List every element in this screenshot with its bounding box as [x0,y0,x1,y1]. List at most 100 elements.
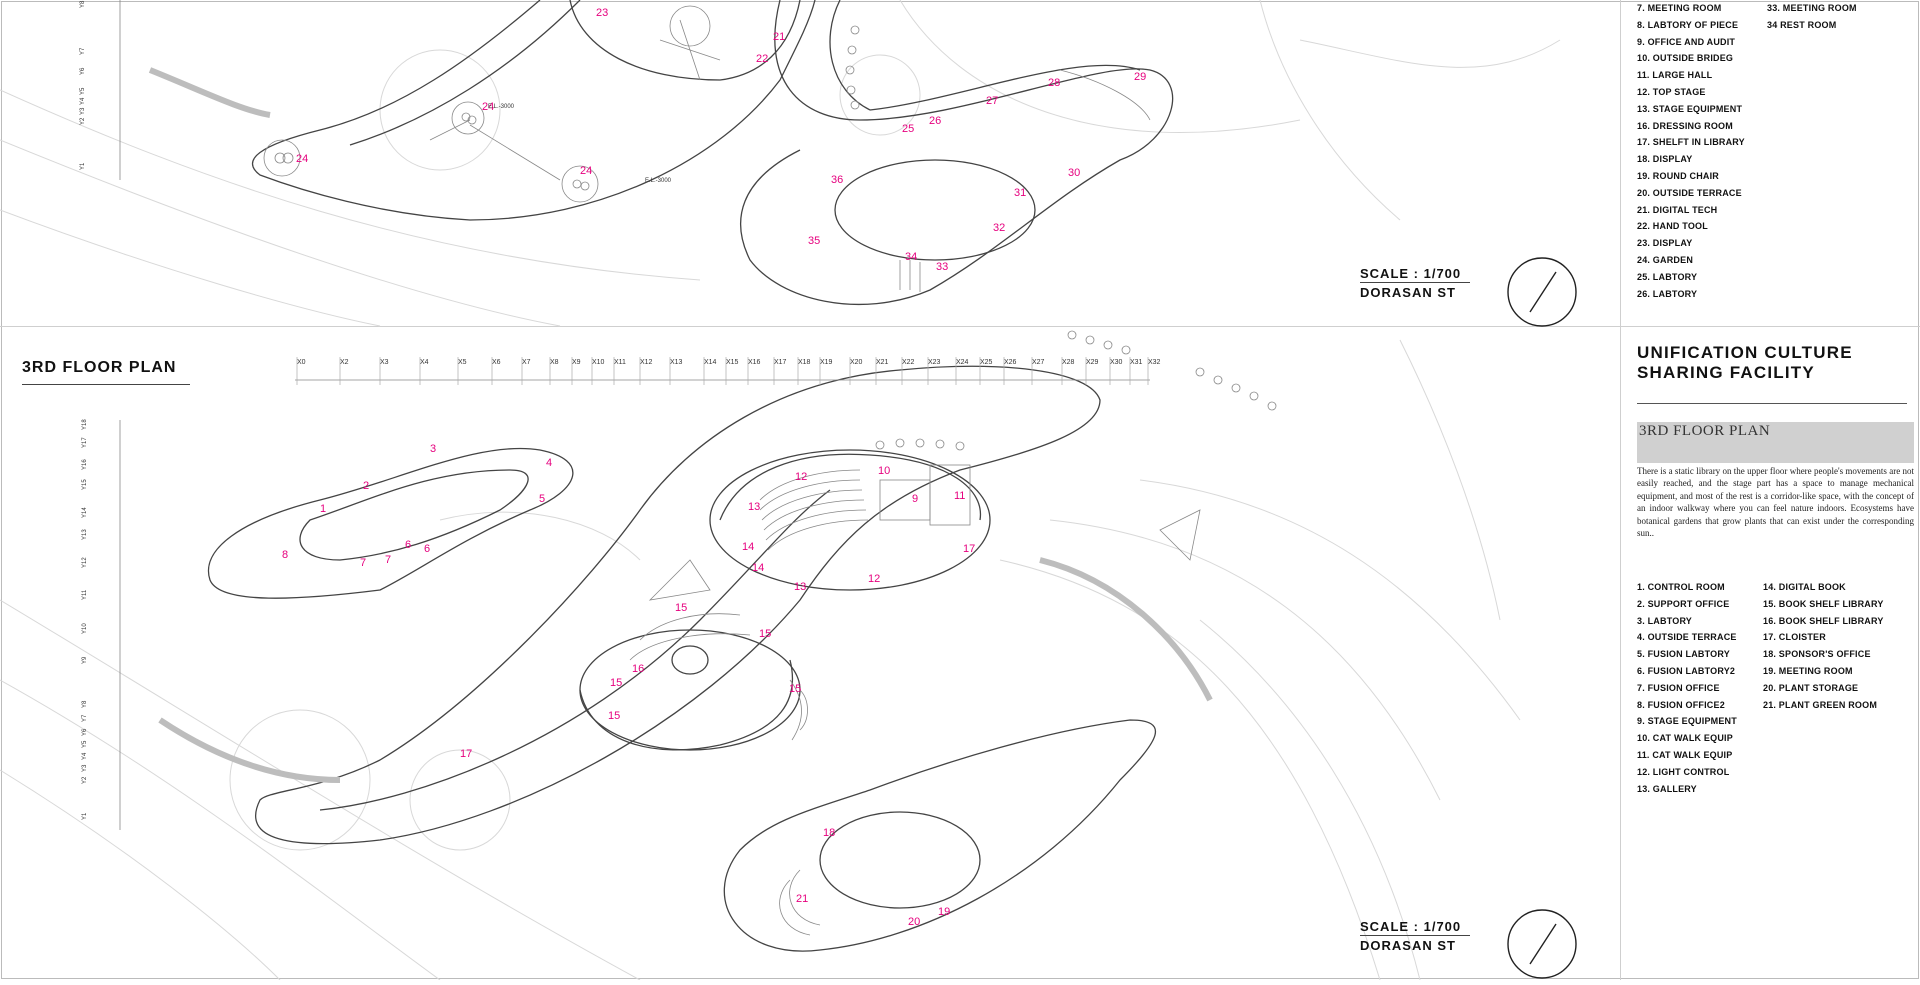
floor-description: There is a static library on the upper f… [1637,466,1914,539]
grid-x-label: X27 [1032,359,1045,366]
grid-x-label: X32 [1148,359,1161,366]
room-number: 24 [482,101,494,113]
room-number: 36 [831,174,843,186]
legend-item: 9. STAGE EQUIPMENT [1637,716,1737,727]
room-number: 24 [580,165,592,177]
room-number: 23 [596,7,608,19]
plan-title: 3RD FLOOR PLAN [22,359,177,376]
upper-floor-outline [251,0,1174,306]
room-number: 8 [282,549,288,561]
grid-y-bottom-labels: Y18Y17Y16Y15Y14Y13Y12Y11Y10Y9Y8Y7Y6Y5Y4Y… [82,419,88,820]
legend-item: 17. CLOISTER [1763,632,1826,643]
grid-y-label: Y5 [80,87,86,95]
legend-item: 21. DIGITAL TECH [1637,204,1718,215]
legend-item: 13. GALLERY [1637,783,1697,794]
street-label-bottom: DORASAN ST [1360,938,1456,953]
grid-y-label: Y15 [82,479,88,490]
facility-title-line: UNIFICATION CULTURE [1637,343,1853,362]
room-number: 14 [752,562,764,574]
top-legend-col1: 7. MEETING ROOM 8. LABTORY OF PIECE 9. O… [1637,0,1745,302]
legend-item: 25. LABTORY [1637,271,1698,282]
room-number: 20 [908,916,920,928]
legend-item: 3. LABTORY [1637,615,1693,626]
legend-item: 13. STAGE EQUIPMENT [1637,103,1743,114]
grid-x-label: X25 [980,359,993,366]
grid-x-label: X23 [928,359,941,366]
grid-y-label: Y4 [80,97,86,105]
room-number: 18 [823,827,835,839]
legend-item: 18. SPONSOR'S OFFICE [1763,649,1871,660]
grid-y-label: Y18 [82,419,88,430]
grid-x-label: X28 [1062,359,1075,366]
upper-floor-details [263,5,1151,292]
room-number: 15 [675,602,687,614]
sheet-divider [0,326,1920,327]
grid-y-label: Y6 [82,728,88,736]
facility-title: UNIFICATION CULTURE SHARING FACILITY [1637,343,1907,383]
grid-x-label: X31 [1130,359,1143,366]
room-number: 21 [773,31,785,43]
floor-heading: 3RD FLOOR PLAN [1639,423,1771,439]
scale-underline-top [1360,282,1470,283]
legend-item: 7. MEETING ROOM [1637,3,1722,13]
room-number: 22 [756,53,768,65]
grid-x-label: X3 [380,359,389,366]
grid-y-label: Y16 [82,459,88,470]
room-number: 14 [742,541,754,553]
room-number: 26 [929,115,941,127]
scale-label-top: SCALE : 1/700 [1360,266,1462,281]
grid-x-label: X18 [798,359,811,366]
room-number: 6 [424,543,430,555]
room-number: 24 [296,153,308,165]
legend-item: 16. BOOK SHELF LIBRARY [1763,615,1884,626]
grid-y-label: Y11 [82,589,88,600]
street-label-top: DORASAN ST [1360,285,1456,300]
grid-y-label: Y4 [82,752,88,760]
facility-title-line: SHARING FACILITY [1637,363,1815,382]
grid-x-label: X12 [640,359,653,366]
room-number: 7 [385,554,391,566]
grid-y-label: Y2 [80,117,86,125]
legend-item: 1. CONTROL ROOM [1637,582,1725,592]
grid-x-label: X6 [492,359,501,366]
grid-x-label: X13 [670,359,683,366]
room-number: 29 [1134,71,1146,83]
room-number: 13 [748,501,760,513]
curved-ramps [148,67,1213,783]
legend-item: 11. CAT WALK EQUIP [1637,749,1733,760]
room-number: 13 [794,581,806,593]
grid-x-label: X26 [1004,359,1017,366]
grid-x-label: X2 [340,359,349,366]
room-number: 15 [759,628,771,640]
room-number: 15 [608,710,620,722]
grid-x-label: X30 [1110,359,1123,366]
grid-y-label: Y2 [82,776,88,784]
grid-x-label: X10 [592,359,605,366]
room-number: 30 [1068,167,1080,179]
grid-x-label: X8 [550,359,559,366]
grid-y-label: Y1 [82,812,88,820]
room-number: 35 [808,235,820,247]
grid-y-label: Y17 [82,437,88,448]
legend-item: 5. FUSION LABTORY [1637,649,1730,660]
grid-y-label: Y8 [80,0,86,8]
room-number: 5 [539,493,545,505]
room-number: 15 [789,683,801,695]
top-legend-col2: 33. MEETING ROOM 34 REST ROOM [1767,0,1857,34]
legend-item: 8. LABTORY OF PIECE [1637,19,1739,30]
room-number: 1 [320,503,326,515]
grid-x-label: X15 [726,359,739,366]
legend-item: 10. OUTSIDE BRIDEG [1637,53,1734,64]
room-number: 17 [460,748,472,760]
legend-item: 17. SHELFT IN LIBRARY [1637,137,1745,148]
grid-x-label: X17 [774,359,787,366]
grid-y-label: Y12 [82,557,88,568]
room-number: 21 [796,893,808,905]
grid-y-label: Y3 [80,107,86,115]
legend-item: 12. LIGHT CONTROL [1637,766,1730,777]
room-number: 33 [936,261,948,273]
room-number: 4 [546,457,552,469]
